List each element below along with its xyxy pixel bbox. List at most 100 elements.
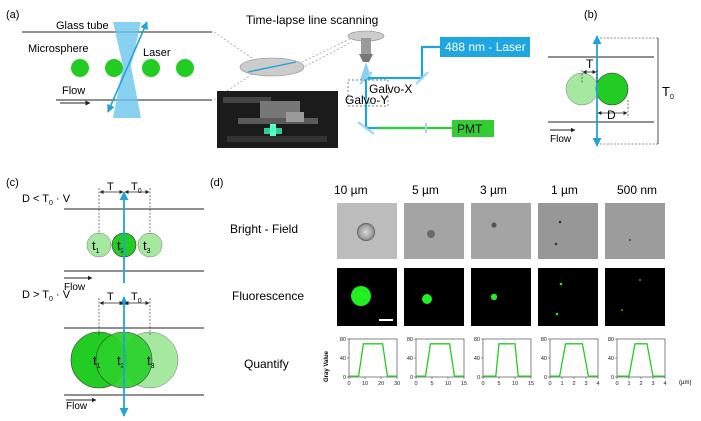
bf-cell: [554, 242, 558, 246]
panel-a: (a) Glass tube Microsphere Laser Flow Ti…: [6, 9, 530, 148]
bf-image-500nm: [605, 203, 665, 259]
setup-photo: [217, 91, 338, 148]
x-tick-label: 30: [394, 381, 400, 387]
fl-image-500nm: [605, 268, 665, 326]
x-tick-label: 5: [430, 381, 433, 387]
y-tick-label: 0: [343, 375, 346, 381]
zoom-line: [297, 41, 353, 71]
sample-channel: [247, 61, 297, 73]
galvo-mirror: [361, 95, 371, 105]
sphere-t2-label: t2: [117, 238, 125, 255]
mirror: [359, 71, 373, 85]
x-tick-label: 10: [362, 381, 368, 387]
pmt-box: [452, 120, 494, 137]
laser-source-box: [440, 37, 530, 57]
x-tick-label: 0: [615, 381, 618, 387]
fl-image-5um: [404, 268, 464, 326]
y-tick-label: 80: [407, 337, 413, 343]
bf-cell: [491, 222, 497, 228]
y-tick-label: 80: [608, 337, 614, 343]
profile-line: [483, 343, 531, 377]
laser-path: [364, 45, 440, 130]
bf-image-5um: [404, 203, 464, 259]
sphere-t3-large-label: t3: [147, 353, 155, 370]
size-label-3: 1 µm: [551, 183, 578, 197]
x-tick-label: 10: [445, 381, 451, 387]
panel-b-label: (b): [584, 9, 597, 21]
t0-label-b: T0: [662, 84, 674, 101]
sphere-t3-label: t3: [143, 238, 151, 255]
flow-label-c2: Flow: [66, 401, 88, 412]
y-tick-label: 0: [410, 375, 413, 381]
chart-frame: [348, 338, 398, 378]
flow-label-b: Flow: [550, 134, 572, 145]
y-tick-label: 0: [544, 375, 547, 381]
microsphere: [142, 59, 160, 77]
panel-c: (c) D < T0 · V t1 t2 t3 T T0 Flow D > T0…: [6, 177, 204, 417]
t-label-c1: T: [107, 181, 114, 193]
row-label-quantify: Quantify: [244, 357, 289, 371]
x-tick-label: 2: [639, 381, 642, 387]
x-tick-label: 3: [651, 381, 654, 387]
fl-sphere: [490, 293, 498, 301]
x-tick-label: 2: [572, 381, 575, 387]
x-tick-label: 0: [414, 381, 417, 387]
galvo-y-label: Galvo-Y: [345, 93, 388, 107]
dichroic: [357, 121, 375, 135]
y-tick-label: 40: [407, 356, 413, 362]
galvo-box: [347, 79, 389, 107]
chart-frame: [616, 338, 666, 378]
fl-sphere: [559, 282, 563, 286]
ylabel-gray-value: Gray Value: [324, 350, 330, 382]
zoom-line: [213, 31, 253, 59]
sphere-current: [595, 72, 629, 106]
bf-image-3um: [471, 203, 531, 259]
y-tick-label: 40: [340, 356, 346, 362]
row-label-fluorescence: Fluorescence: [232, 289, 304, 303]
flow-label-c1: Flow: [64, 282, 86, 293]
profile-line: [349, 343, 397, 377]
fl-sphere: [555, 312, 559, 316]
mirror: [415, 71, 429, 85]
microsphere: [105, 59, 123, 77]
x-tick-label: 20: [378, 381, 384, 387]
pmt-label: PMT: [457, 122, 483, 136]
flow-label-a: Flow: [62, 85, 85, 97]
panel-b: (b) T D T0 Flow: [548, 9, 674, 147]
galvo-x-label: Galvo-X: [369, 82, 412, 96]
laser-label: Laser: [143, 47, 171, 59]
x-tick-label: 1: [560, 381, 563, 387]
x-unit-label: (µm): [679, 380, 691, 386]
panel-d: (d) 10 µm 5 µm 3 µm 1 µm 500 nm Bright -…: [210, 177, 691, 387]
objective-lens: [359, 38, 373, 62]
glass-tube-label: Glass tube: [56, 20, 109, 32]
x-tick-label: 3: [584, 381, 587, 387]
zoom-line: [297, 37, 353, 65]
t-label-b: T: [586, 57, 594, 71]
fl-image-1um: [538, 268, 598, 326]
panel-d-label: (d): [210, 177, 223, 189]
fl-sphere: [639, 279, 641, 281]
chart-frame: [549, 338, 599, 378]
y-tick-label: 40: [608, 356, 614, 362]
x-tick-label: 0: [481, 381, 484, 387]
x-tick-label: 15: [528, 381, 534, 387]
x-tick-label: 5: [497, 381, 500, 387]
y-tick-label: 80: [340, 337, 346, 343]
bright-field-row: [337, 203, 665, 259]
d-label-b: D: [607, 108, 616, 122]
scan-arrow: [107, 21, 148, 113]
y-tick-label: 0: [611, 375, 614, 381]
fl-sphere: [351, 286, 371, 306]
bf-cell: [558, 220, 562, 224]
panel-c-label: (c): [6, 177, 19, 189]
laser-source-label: 488 nm - Laser: [445, 40, 526, 54]
x-tick-label: 0: [347, 381, 350, 387]
fl-sphere: [422, 294, 432, 304]
